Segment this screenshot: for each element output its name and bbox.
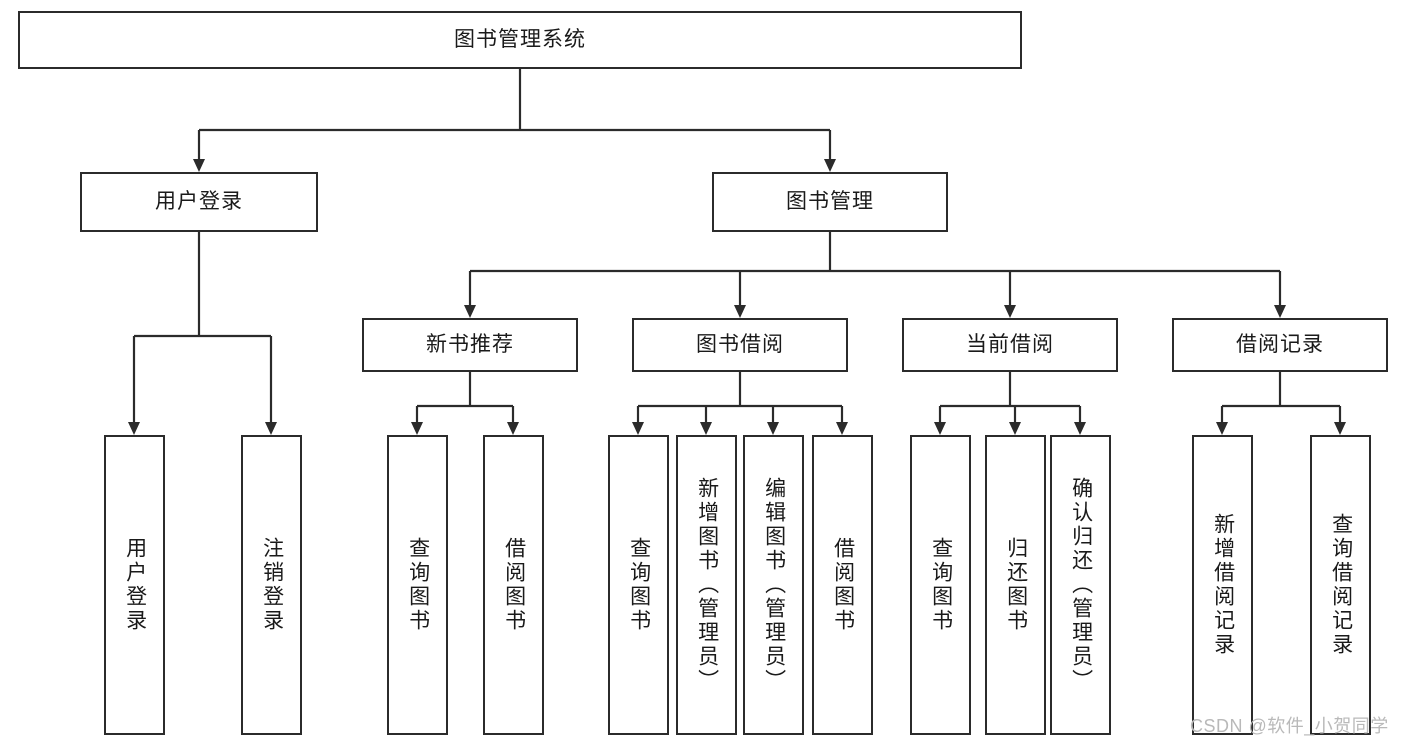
node-label: 查询图书	[406, 537, 430, 633]
arrowhead-icon	[411, 422, 423, 435]
node-leaf-user-logout[interactable]: 注销登录	[241, 435, 302, 735]
arrowhead-icon	[934, 422, 946, 435]
watermark-text: CSDN @软件_小贺同学	[1190, 716, 1389, 736]
node-leaf-user-login[interactable]: 用户登录	[104, 435, 165, 735]
node-leaf-query-book-3[interactable]: 查询图书	[910, 435, 971, 735]
arrowhead-icon	[128, 422, 140, 435]
node-label: 图书借阅	[696, 333, 784, 357]
node-label: 新增图书（管理员）	[695, 477, 719, 693]
arrowhead-icon	[1334, 422, 1346, 435]
arrowhead-icon	[1074, 422, 1086, 435]
arrowhead-icon	[1009, 422, 1021, 435]
node-current-borrow[interactable]: 当前借阅	[902, 318, 1118, 372]
arrowhead-icon	[507, 422, 519, 435]
node-label: 借阅记录	[1236, 333, 1324, 357]
connector-e-nbr-split	[411, 372, 519, 435]
connector-e-cb-split	[934, 372, 1086, 435]
node-label: 注销登录	[260, 537, 284, 633]
connector-e-login-split	[128, 232, 277, 435]
node-label: 查询图书	[627, 537, 651, 633]
arrowhead-icon	[265, 422, 277, 435]
node-leaf-query-record[interactable]: 查询借阅记录	[1310, 435, 1371, 735]
arrowhead-icon	[824, 159, 836, 172]
node-root-library-management-system[interactable]: 图书管理系统	[18, 11, 1022, 69]
node-label: 新书推荐	[426, 333, 514, 357]
node-book-borrow[interactable]: 图书借阅	[632, 318, 848, 372]
connector-e-root-split	[193, 69, 836, 172]
node-label: 图书管理	[786, 190, 874, 214]
node-label: 编辑图书（管理员）	[762, 477, 786, 693]
arrowhead-icon	[734, 305, 746, 318]
connector-e-bb-split	[632, 372, 848, 435]
node-label: 查询借阅记录	[1329, 513, 1353, 657]
node-label: 图书管理系统	[454, 28, 586, 52]
node-label: 用户登录	[123, 537, 147, 633]
arrowhead-icon	[836, 422, 848, 435]
node-leaf-borrow-book-1[interactable]: 借阅图书	[483, 435, 544, 735]
arrowhead-icon	[193, 159, 205, 172]
node-leaf-confirm-return[interactable]: 确认归还（管理员）	[1050, 435, 1111, 735]
node-borrow-record[interactable]: 借阅记录	[1172, 318, 1388, 372]
node-label: 用户登录	[155, 190, 243, 214]
node-leaf-query-book-2[interactable]: 查询图书	[608, 435, 669, 735]
arrowhead-icon	[700, 422, 712, 435]
node-leaf-add-record[interactable]: 新增借阅记录	[1192, 435, 1253, 735]
arrowhead-icon	[1274, 305, 1286, 318]
node-leaf-edit-book[interactable]: 编辑图书（管理员）	[743, 435, 804, 735]
node-leaf-add-book[interactable]: 新增图书（管理员）	[676, 435, 737, 735]
connector-e-br-split	[1216, 372, 1346, 435]
arrowhead-icon	[1004, 305, 1016, 318]
arrowhead-icon	[632, 422, 644, 435]
node-leaf-borrow-book-2[interactable]: 借阅图书	[812, 435, 873, 735]
node-label: 查询图书	[929, 537, 953, 633]
node-label: 归还图书	[1004, 537, 1028, 633]
node-label: 借阅图书	[502, 537, 526, 633]
node-leaf-return-book[interactable]: 归还图书	[985, 435, 1046, 735]
connector-e-bm-split	[464, 232, 1286, 318]
node-label: 新增借阅记录	[1211, 513, 1235, 657]
node-user-login[interactable]: 用户登录	[80, 172, 318, 232]
arrowhead-icon	[1216, 422, 1228, 435]
node-book-manage[interactable]: 图书管理	[712, 172, 948, 232]
node-label: 借阅图书	[831, 537, 855, 633]
arrowhead-icon	[464, 305, 476, 318]
node-label: 确认归还（管理员）	[1069, 477, 1093, 693]
node-leaf-query-book-1[interactable]: 查询图书	[387, 435, 448, 735]
node-new-book-rec[interactable]: 新书推荐	[362, 318, 578, 372]
node-label: 当前借阅	[966, 333, 1054, 357]
arrowhead-icon	[767, 422, 779, 435]
